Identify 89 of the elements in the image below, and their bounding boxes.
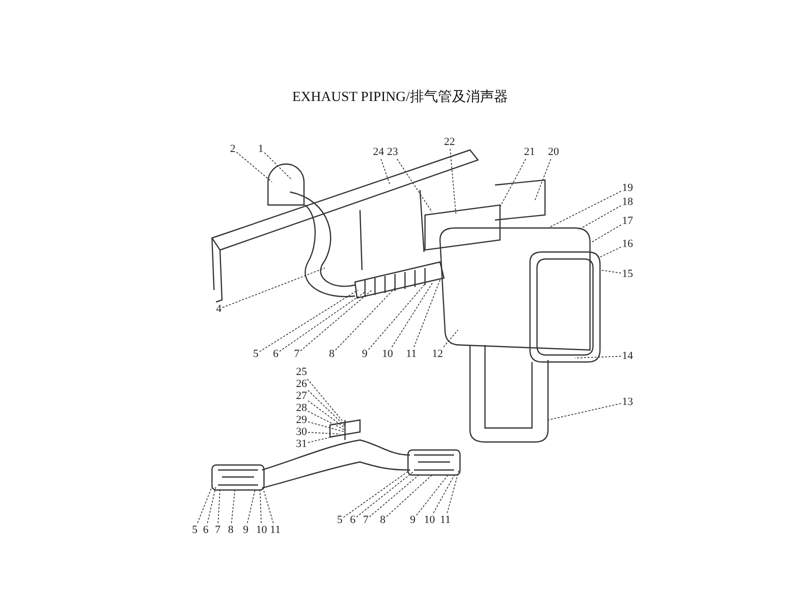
leader-line — [197, 484, 214, 524]
leader-line — [443, 330, 458, 348]
callout-number: 6 — [203, 524, 208, 536]
leader-line — [308, 432, 340, 434]
callout-number: 13 — [622, 396, 633, 408]
callout-number: 6 — [273, 348, 278, 360]
callout-number: 9 — [362, 348, 368, 360]
leader-line — [259, 290, 358, 352]
leader-line — [343, 470, 410, 518]
leader-line — [308, 436, 336, 443]
callout-number: 22 — [444, 136, 455, 148]
leader-line — [306, 378, 346, 424]
callout-number: 2 — [230, 143, 236, 155]
leader-line — [368, 284, 426, 350]
callout-number: 10 — [382, 348, 393, 360]
leader-line — [414, 280, 440, 348]
leader-line — [264, 152, 292, 180]
callout-number: 11 — [270, 524, 281, 536]
leader-line — [450, 148, 456, 216]
callout-number: 19 — [622, 182, 633, 194]
leader-line — [548, 403, 622, 420]
callout-number: 5 — [337, 514, 342, 526]
callout-number: 27 — [296, 390, 307, 402]
leader-line — [392, 282, 434, 348]
leader-line — [548, 190, 622, 228]
callout-number: 9 — [410, 514, 416, 526]
leader-line — [396, 158, 432, 212]
leader-line — [308, 400, 346, 428]
leader-line — [335, 288, 396, 350]
callout-number: 17 — [622, 215, 633, 227]
leader-line — [369, 474, 420, 518]
callout-number: 14 — [622, 350, 633, 362]
leader-line — [222, 268, 326, 308]
callout-number: 7 — [215, 524, 220, 536]
callout-number: 25 — [296, 366, 307, 378]
leader-line — [308, 410, 346, 430]
callout-number: 1 — [258, 143, 264, 155]
leader-line — [231, 488, 236, 524]
leader-line — [446, 470, 460, 514]
callout-number: 20 — [548, 146, 559, 158]
callout-number: 7 — [294, 348, 300, 360]
leader-line — [600, 270, 622, 274]
leader-line — [416, 474, 448, 516]
leader-line — [432, 474, 456, 514]
callout-number: 11 — [406, 348, 417, 360]
leader-line — [578, 205, 622, 230]
leader-line — [260, 490, 262, 524]
leader-line — [262, 488, 274, 524]
callout-number: 18 — [622, 196, 633, 208]
leader-line — [598, 246, 622, 258]
callout-number: 28 — [296, 402, 307, 414]
callout-number: 10 — [256, 524, 267, 536]
callout-number: 8 — [380, 514, 386, 526]
leader-line — [300, 290, 372, 352]
leader-line — [279, 292, 366, 352]
leader-line — [380, 158, 390, 186]
leader-line — [574, 356, 622, 358]
callout-number: 26 — [296, 378, 307, 390]
callout-number: 21 — [524, 146, 535, 158]
callout-number: 30 — [296, 426, 307, 438]
leader-line — [246, 490, 256, 524]
callout-number: 8 — [329, 348, 334, 360]
leader-line — [386, 474, 432, 517]
callout-number: 5 — [192, 524, 198, 536]
leader-line — [218, 488, 220, 524]
leader-line — [592, 224, 622, 242]
leader-line — [236, 152, 272, 182]
callout-number: 6 — [350, 514, 356, 526]
title: EXHAUST PIPING/排气管及消声器 — [291, 88, 509, 106]
callout-number: 10 — [424, 514, 435, 526]
callout-number: 12 — [432, 348, 443, 360]
callout-number: 5 — [253, 348, 258, 360]
leader-line — [206, 486, 216, 524]
callout-number: 23 — [387, 146, 398, 158]
callout-number: 15 — [622, 268, 633, 280]
callout-number: 4 — [216, 303, 222, 315]
leader-line — [534, 158, 552, 200]
leader-line — [308, 390, 346, 426]
callout-number: 7 — [363, 514, 368, 526]
leader-line — [356, 472, 414, 518]
callout-number: 11 — [440, 514, 451, 526]
callout-number: 24 — [373, 146, 384, 158]
callout-number: 9 — [243, 524, 248, 536]
callout-number: 31 — [296, 438, 307, 450]
callout-number: 16 — [622, 238, 633, 250]
callout-number: 29 — [296, 414, 307, 426]
callout-number: 8 — [228, 524, 234, 536]
leader-line — [308, 421, 346, 432]
leader-line — [500, 158, 526, 208]
